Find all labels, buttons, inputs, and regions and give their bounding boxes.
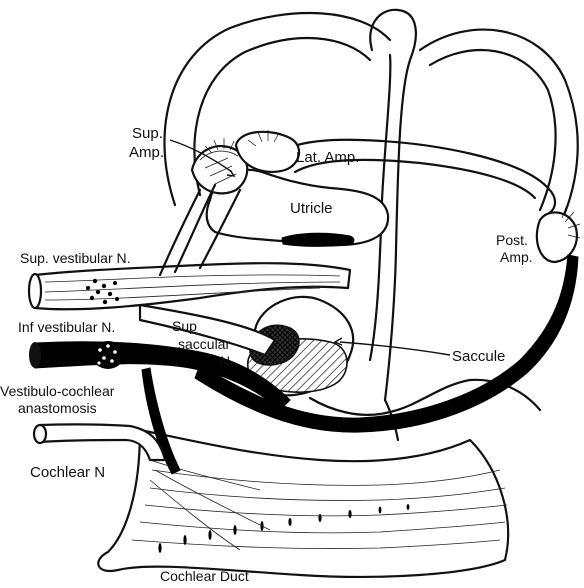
label-sup-vestibular-n: Sup. vestibular N.	[20, 250, 131, 266]
label-vestibulo-cochlear-line2: anastomosis	[18, 400, 97, 416]
label-sup-saccular-line3: N.	[220, 353, 234, 369]
label-sup-saccular-line2: saccular	[178, 336, 230, 352]
posterior-ampulla	[537, 207, 580, 262]
label-lat-amp: Lat. Amp.	[296, 149, 359, 166]
label-utricle: Utricle	[290, 200, 333, 217]
utricular-macula	[282, 233, 354, 246]
label-sup-amp-line2: Amp.	[129, 144, 164, 161]
label-post-amp-line1: Post.	[496, 232, 528, 248]
label-post-amp-line2: Amp.	[500, 249, 533, 265]
scarpa-ganglion-inferior	[92, 341, 124, 369]
label-saccule: Saccule	[452, 348, 505, 365]
label-vestibulo-cochlear-line1: Vestibulo-cochlear	[0, 383, 115, 399]
label-sup-amp-line1: Sup.	[132, 125, 163, 142]
label-sup-saccular-line1: Sup	[172, 318, 197, 334]
label-cochlear-n: Cochlear N	[30, 464, 105, 481]
label-inf-vestibular-n: Inf vestibular N.	[18, 319, 115, 335]
label-cochlear-duct: Cochlear Duct	[160, 568, 249, 584]
